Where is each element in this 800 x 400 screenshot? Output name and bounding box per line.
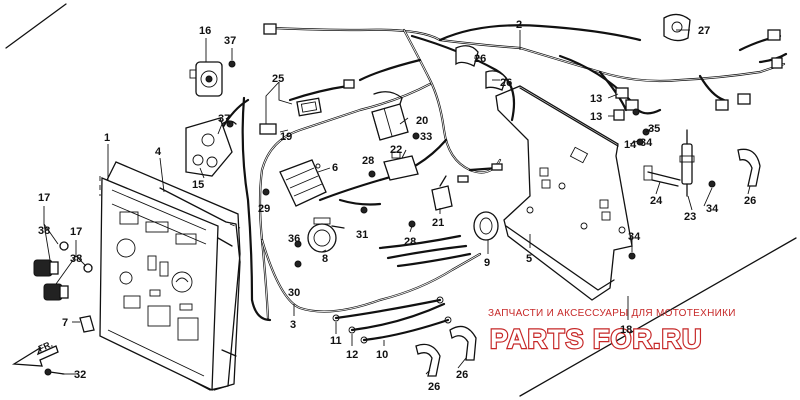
watermark-brand: PARTS FOR.RU	[490, 324, 703, 354]
callout-10: 10	[376, 349, 388, 361]
component-7	[79, 315, 95, 333]
component-9	[473, 211, 499, 241]
callout-1: 1	[104, 132, 110, 144]
callout-36: 36	[288, 233, 300, 245]
callout-38-right: 38	[70, 253, 82, 265]
callout-labels: 1 2 3 4 5 6 7 8 9 10 11 12 13 13 14 15 1…	[38, 19, 756, 393]
component-24	[643, 165, 681, 187]
callout-23: 23	[684, 211, 696, 223]
component-25	[296, 97, 322, 117]
wire-leads	[332, 234, 472, 344]
callout-26-right: 26	[744, 195, 756, 207]
panel-back-plate	[159, 187, 241, 391]
component-6	[279, 159, 327, 207]
callout-11: 11	[330, 335, 342, 347]
callout-3: 3	[290, 319, 296, 331]
callout-9: 9	[484, 257, 490, 269]
callout-35: 35	[648, 123, 660, 135]
component-22	[383, 151, 419, 181]
callout-12: 12	[346, 349, 358, 361]
callout-25: 25	[272, 73, 284, 85]
callout-14: 14	[624, 139, 637, 151]
callout-30: 30	[288, 287, 300, 299]
callout-34-upper: 34	[640, 137, 653, 149]
callout-17-left: 17	[38, 192, 50, 204]
callout-38-left: 38	[38, 225, 50, 237]
component-32	[44, 368, 65, 376]
callout-24: 24	[650, 195, 663, 207]
callout-26-bottom-left: 26	[428, 381, 440, 393]
callout-18: 18	[620, 324, 632, 336]
callout-27: 27	[698, 25, 710, 37]
callout-13-upper: 13	[590, 93, 602, 105]
sub-wire-harness	[260, 238, 482, 313]
callout-32: 32	[74, 369, 86, 381]
callout-34-lower: 34	[628, 231, 641, 243]
callout-26-top: 26	[474, 53, 486, 65]
callout-26-bottom-right: 26	[456, 369, 468, 381]
callout-29: 29	[258, 203, 270, 215]
component-19	[259, 123, 277, 135]
callout-5: 5	[526, 253, 532, 265]
callout-28-lower: 28	[404, 236, 416, 248]
component-16	[189, 61, 223, 97]
callout-16: 16	[199, 25, 211, 37]
callout-4: 4	[155, 146, 162, 158]
control-panel	[99, 161, 241, 392]
watermark: ЗАПЧАСТИ И АКСЕССУАРЫ ДЛЯ МОТОТЕХНИКИ PA…	[488, 308, 736, 355]
reference-lines	[99, 176, 241, 229]
callout-13-lower: 13	[590, 111, 602, 123]
callout-20: 20	[416, 115, 428, 127]
callout-37-lower: 37	[218, 113, 230, 125]
component-17	[33, 259, 69, 301]
front-direction-arrow: FR.	[11, 339, 59, 367]
leader-lines	[43, 29, 751, 375]
callout-21: 21	[432, 217, 444, 229]
component-23	[679, 129, 695, 197]
callout-31: 31	[356, 229, 368, 241]
frame-corner-top-left	[5, 3, 67, 49]
callout-22: 22	[390, 144, 402, 156]
callout-15: 15	[192, 179, 204, 191]
callout-28-upper: 28	[362, 155, 374, 167]
callout-7: 7	[62, 317, 68, 329]
component-15	[185, 117, 237, 177]
callout-19: 19	[280, 131, 292, 143]
component-8	[307, 217, 345, 253]
component-21	[431, 175, 453, 211]
connectors	[263, 23, 783, 183]
mounting-bracket	[495, 85, 633, 301]
callout-8: 8	[322, 253, 328, 265]
frame-corner-bottom-right	[519, 237, 797, 397]
callout-2: 2	[516, 19, 522, 31]
callout-37-upper: 37	[224, 35, 236, 47]
callout-33: 33	[420, 131, 432, 143]
callout-26-mid: 26	[500, 77, 512, 89]
callout-34-right: 34	[706, 203, 719, 215]
watermark-subtitle: ЗАПЧАСТИ И АКСЕССУАРЫ ДЛЯ МОТОТЕХНИКИ	[488, 308, 736, 319]
component-27	[663, 13, 691, 42]
callout-6: 6	[332, 162, 338, 174]
callout-17-right: 17	[70, 226, 82, 238]
component-20	[371, 91, 409, 141]
